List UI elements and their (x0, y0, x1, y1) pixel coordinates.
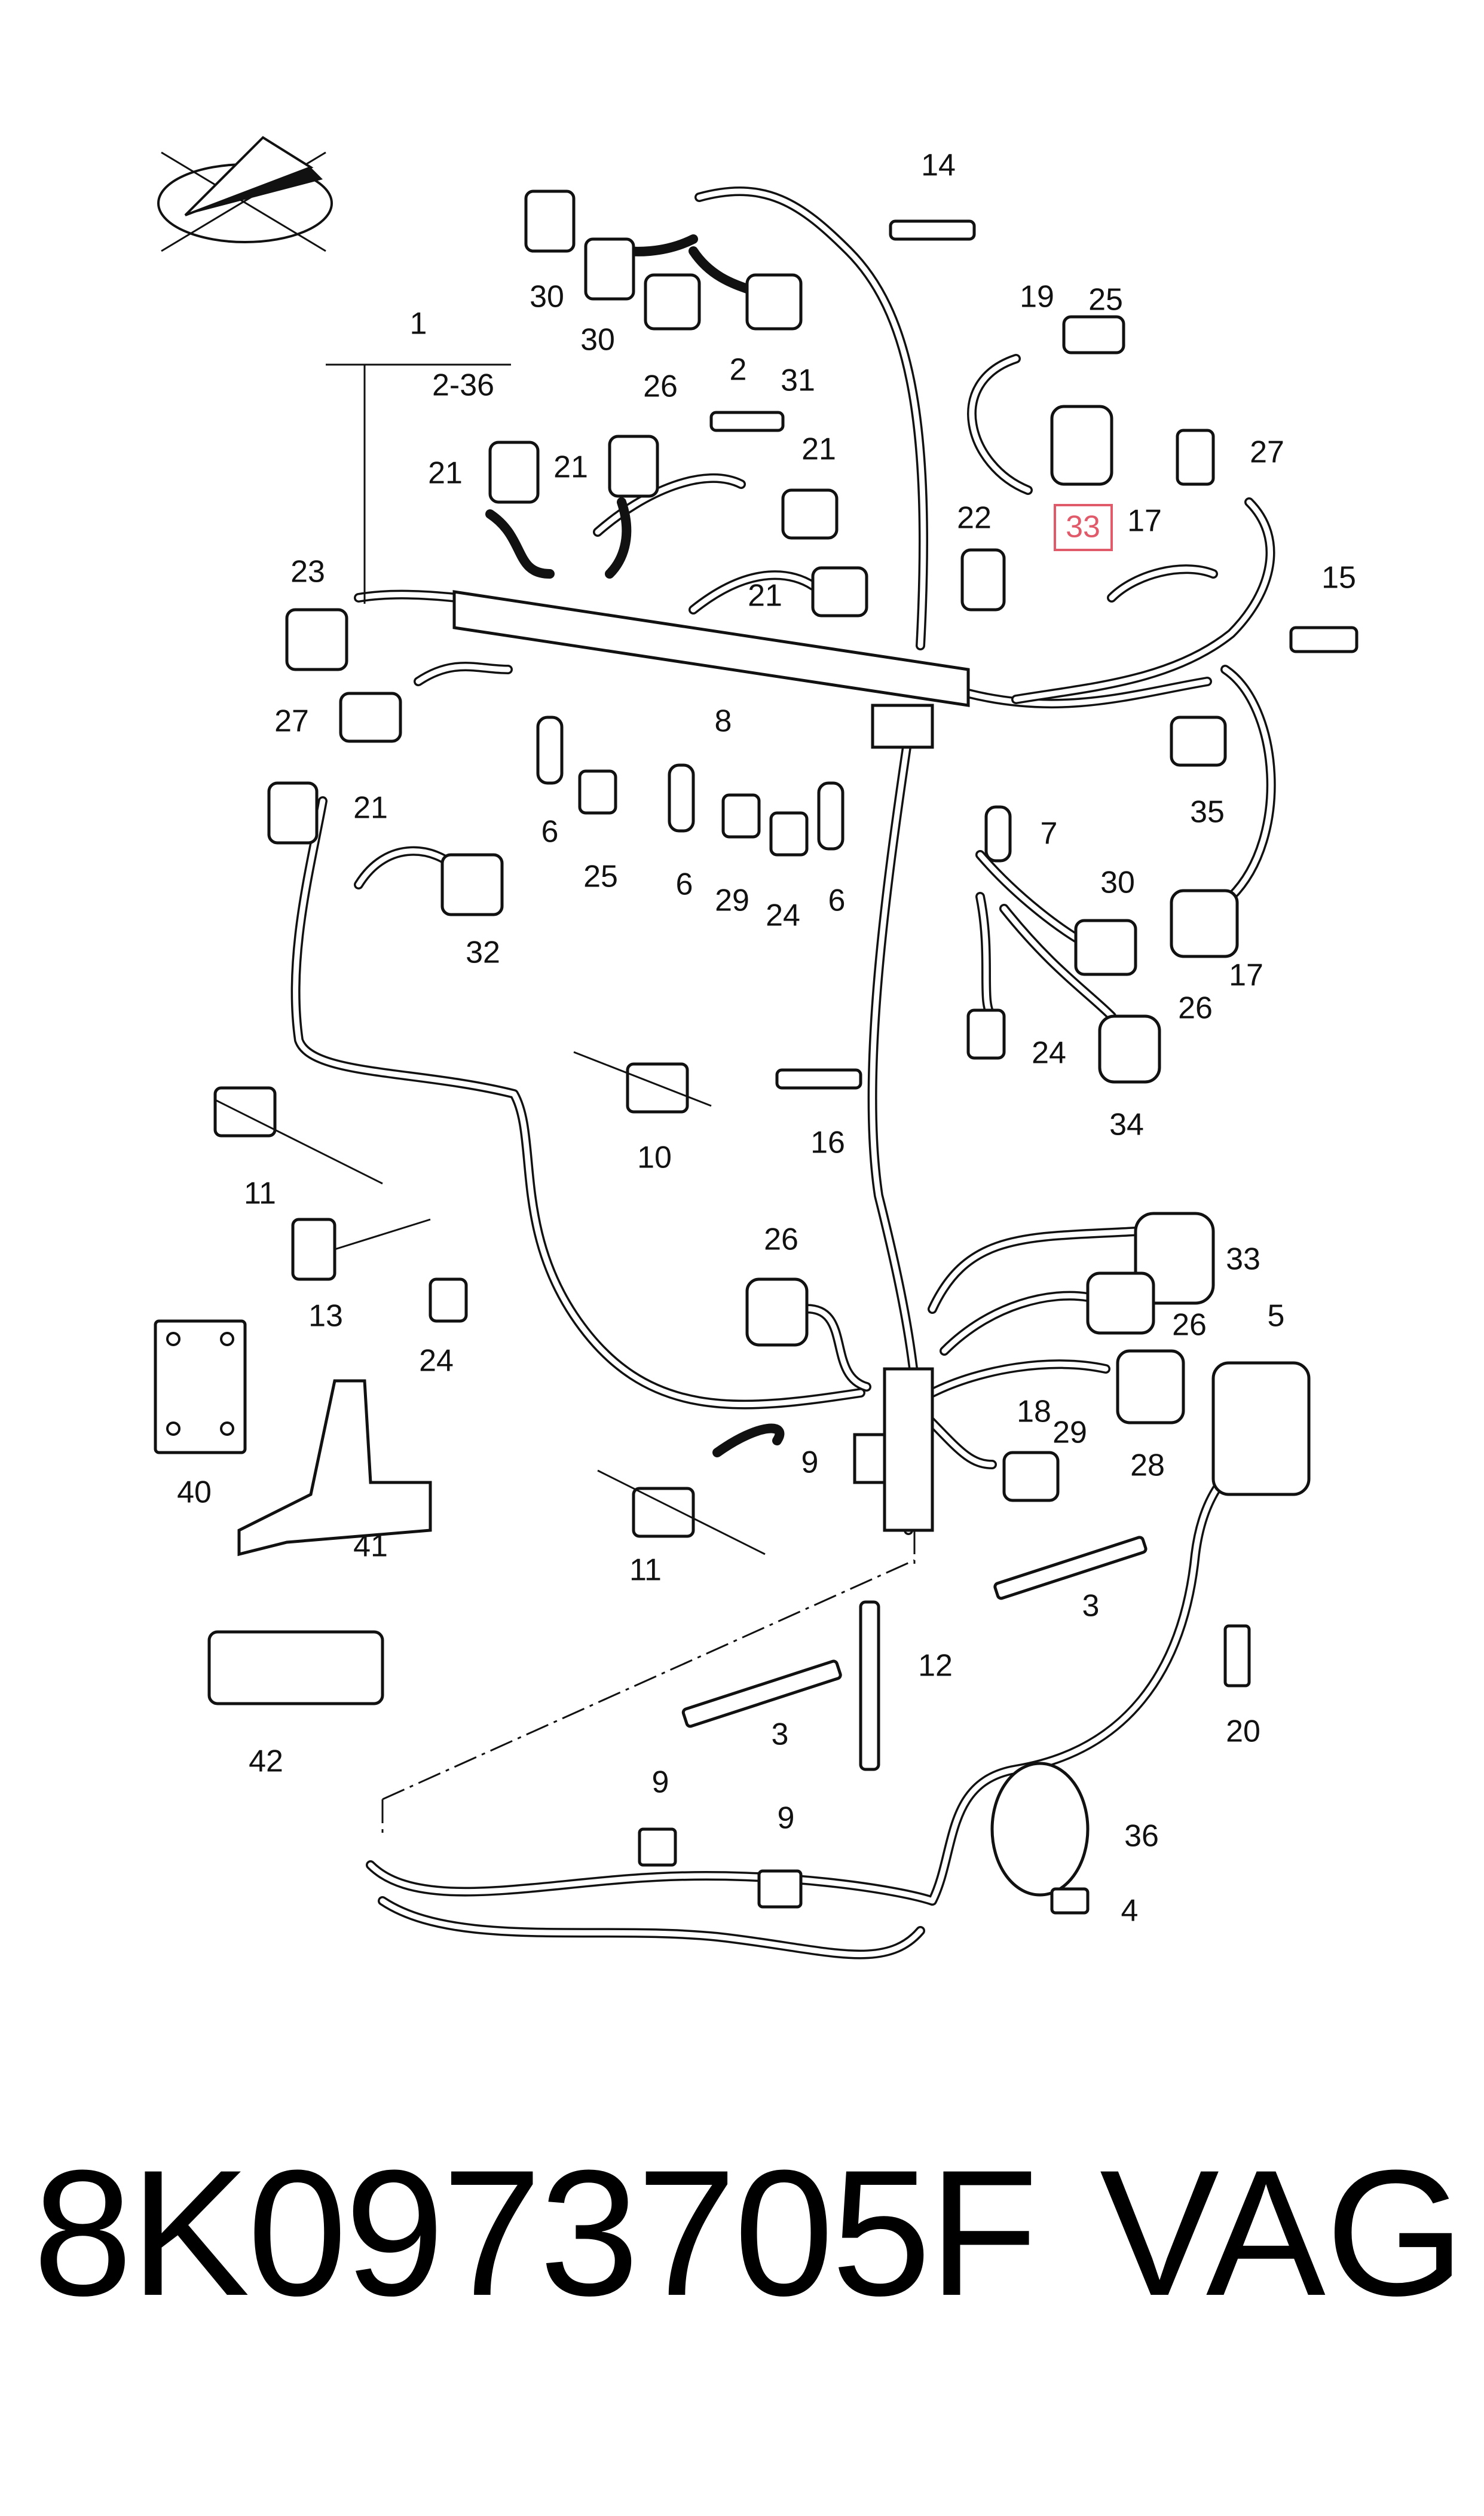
callout-21: 21 (553, 450, 588, 485)
callout-3: 3 (1082, 1589, 1100, 1624)
connectors (267, 189, 1311, 1897)
callout-42: 42 (249, 1744, 283, 1779)
part-number: 8K0973705F (33, 2132, 1038, 2333)
callout-26: 26 (764, 1222, 798, 1257)
reference-lines (326, 363, 916, 1835)
brand-name: VAG (1100, 2132, 1465, 2333)
sensors (536, 716, 1012, 863)
callout-11: 11 (629, 1553, 662, 1588)
callout-40: 40 (177, 1475, 212, 1510)
callout-19: 19 (1020, 280, 1054, 314)
callout-2-36: 2-36 (432, 368, 494, 403)
callout-24: 24 (419, 1344, 454, 1378)
callout-33: 33 (1226, 1242, 1260, 1277)
callout-1: 1 (410, 307, 427, 341)
callout-31: 31 (781, 363, 815, 398)
callout-27: 27 (1250, 435, 1284, 470)
callout-25: 25 (1088, 283, 1123, 317)
highlight-box-33 (1054, 504, 1113, 551)
harness-rail-8 (452, 590, 970, 1532)
callout-26: 26 (1172, 1308, 1207, 1343)
callout-6: 6 (676, 867, 693, 902)
callout-26: 26 (1178, 991, 1213, 1026)
callout-9: 9 (778, 1801, 795, 1836)
callout-23: 23 (290, 555, 325, 589)
callout-4: 4 (1121, 1894, 1139, 1928)
callout-30: 30 (1100, 866, 1135, 900)
callout-25: 25 (583, 860, 618, 894)
callout-22: 22 (957, 501, 992, 536)
callout-21: 21 (748, 579, 782, 613)
callout-41: 41 (353, 1529, 388, 1564)
callout-8: 8 (715, 704, 732, 739)
callout-21: 21 (801, 432, 836, 467)
callout-24: 24 (766, 898, 800, 933)
callout-24: 24 (1032, 1036, 1066, 1071)
callout-20: 20 (1226, 1714, 1260, 1749)
callout-10: 10 (637, 1141, 672, 1175)
callout-27: 27 (274, 704, 309, 739)
callout-30: 30 (580, 323, 615, 357)
callout-30: 30 (530, 280, 564, 314)
callout-5: 5 (1268, 1299, 1285, 1334)
callout-18: 18 (1017, 1395, 1051, 1429)
callout-14: 14 (921, 148, 956, 183)
callout-labels: 14 30 30 26 31 1 2-36 2 19 25 27 17 33 2… (177, 148, 1356, 1928)
callout-15: 15 (1321, 561, 1356, 595)
callout-17: 17 (1127, 504, 1162, 539)
callout-32: 32 (466, 936, 500, 970)
callout-36: 36 (1124, 1819, 1159, 1854)
callout-28: 28 (1130, 1448, 1165, 1483)
callout-11: 11 (244, 1176, 276, 1211)
callout-26: 26 (643, 369, 678, 404)
callout-7: 7 (1041, 817, 1058, 851)
orientation-compass-icon (157, 136, 333, 252)
callout-17: 17 (1229, 958, 1263, 993)
callout-6: 6 (541, 815, 559, 849)
loose-parts (154, 219, 1358, 1915)
callout-9: 9 (801, 1445, 819, 1480)
callout-21: 21 (428, 456, 463, 491)
callout-16: 16 (810, 1126, 845, 1160)
callout-6: 6 (828, 883, 846, 918)
callout-2: 2 (730, 353, 747, 387)
callout-34: 34 (1109, 1108, 1144, 1142)
harness-wires (290, 187, 1276, 1959)
callout-9: 9 (652, 1765, 669, 1800)
callout-13: 13 (308, 1299, 343, 1334)
callout-12: 12 (918, 1649, 953, 1683)
callout-21: 21 (353, 791, 388, 826)
callout-29: 29 (1052, 1416, 1087, 1450)
callout-29: 29 (715, 883, 749, 918)
callout-35: 35 (1190, 795, 1225, 830)
callout-33: 33 (1066, 510, 1100, 545)
callout-3: 3 (772, 1717, 789, 1752)
